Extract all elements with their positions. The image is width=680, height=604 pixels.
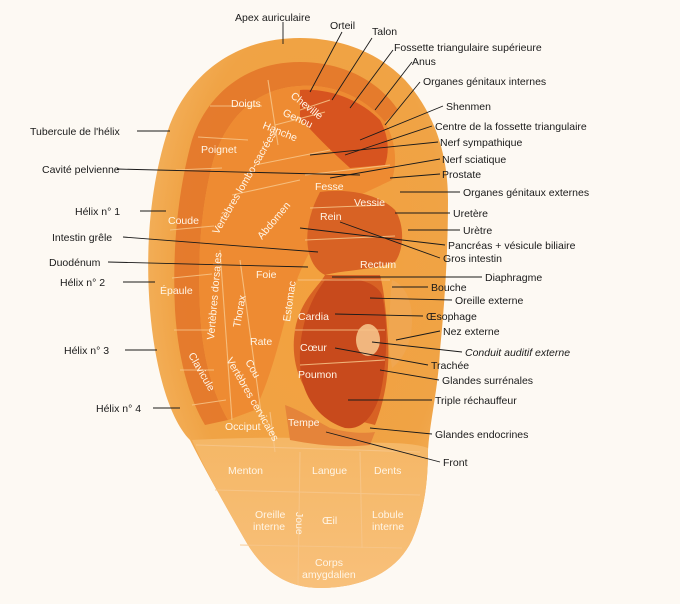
- label-cavite: Cavité pelvienne: [42, 164, 120, 176]
- zone-corps-1: Corps: [315, 557, 343, 569]
- label-intestin-grele: Intestin grêle: [52, 232, 112, 244]
- zone-corps-2: amygdalien: [302, 569, 356, 581]
- helix-band: [174, 62, 398, 425]
- zone-rectum: Rectum: [360, 259, 396, 271]
- zone-oeil: Œil: [322, 515, 337, 527]
- zone-rate: Rate: [250, 336, 272, 348]
- cavum-deep: [299, 278, 387, 429]
- zone-doigts: Doigts: [231, 98, 261, 110]
- ear-canal: [356, 324, 380, 356]
- ear-shape: [148, 38, 448, 588]
- antitragus: [285, 405, 375, 447]
- label-helix4: Hélix n° 4: [96, 403, 141, 415]
- zone-tempe: Tempe: [288, 417, 320, 429]
- zone-poumon: Poumon: [298, 369, 337, 381]
- antihelix: [199, 85, 396, 421]
- zone-rein: Rein: [320, 211, 342, 223]
- label-pancreas: Pancréas + vésicule biliaire: [448, 240, 576, 252]
- label-prostate: Prostate: [442, 169, 481, 181]
- label-helix1: Hélix n° 1: [75, 206, 120, 218]
- label-diaphragme: Diaphragme: [485, 272, 542, 284]
- label-org-gen-int: Organes génitaux internes: [423, 76, 546, 88]
- label-gros-intestin: Gros intestin: [443, 253, 502, 265]
- label-front: Front: [443, 457, 468, 469]
- zone-oreille-interne-2: interne: [253, 521, 285, 533]
- label-nerf-symp: Nerf sympathique: [440, 137, 522, 149]
- label-helix3: Hélix n° 3: [64, 345, 109, 357]
- label-uretre: Urètre: [463, 225, 492, 237]
- zone-coude: Coude: [168, 215, 199, 227]
- label-uretere: Uretère: [453, 208, 488, 220]
- zone-joue: Joue: [293, 512, 305, 535]
- label-conduit: Conduit auditif externe: [465, 347, 570, 359]
- label-glandes-surr: Glandes surrénales: [442, 375, 533, 387]
- zone-dividers: [169, 79, 421, 586]
- label-talon: Talon: [372, 26, 397, 38]
- label-triple: Triple réchauffeur: [435, 395, 517, 407]
- label-tubercule: Tubercule de l'hélix: [30, 126, 120, 138]
- zone-cardia: Cardia: [298, 311, 329, 323]
- zone-vessie: Vessie: [354, 197, 385, 209]
- zone-menton: Menton: [228, 465, 263, 477]
- zone-occiput: Occiput: [225, 421, 261, 433]
- label-apex: Apex auriculaire: [235, 12, 310, 24]
- label-bouche: Bouche: [431, 282, 467, 294]
- label-trachee: Trachée: [431, 360, 469, 372]
- zone-thorax: Thorax: [231, 294, 249, 329]
- zone-coeur: Cœur: [300, 342, 327, 354]
- zone-lobule-1: Lobule: [372, 509, 404, 521]
- ear-lobe: [192, 437, 428, 588]
- zone-fesse: Fesse: [315, 181, 344, 193]
- label-oreille-ext: Oreille externe: [455, 295, 523, 307]
- label-nez-ext: Nez externe: [443, 326, 500, 338]
- zone-epaule: Épaule: [160, 284, 193, 297]
- zone-foie: Foie: [256, 269, 277, 281]
- label-helix2: Hélix n° 2: [60, 277, 105, 289]
- label-duodenum: Duodénum: [49, 257, 101, 269]
- label-centre-fossette: Centre de la fossette triangulaire: [435, 121, 587, 133]
- label-org-gen-ext: Organes génitaux externes: [463, 187, 589, 199]
- label-shenmen: Shenmen: [446, 101, 491, 113]
- zone-poignet: Poignet: [201, 144, 237, 156]
- label-oesophage: Œsophage: [426, 311, 477, 323]
- label-fossette-sup: Fossette triangulaire supérieure: [394, 42, 542, 54]
- zone-dents: Dents: [374, 465, 401, 477]
- zone-oreille-interne-1: Oreille: [255, 509, 286, 521]
- zone-estomac: Estomac: [281, 280, 299, 322]
- label-orteil: Orteil: [330, 20, 355, 32]
- zone-lobule-2: interne: [372, 521, 404, 533]
- callout-labels: Apex auriculaire Orteil Talon Fossette t…: [30, 12, 589, 469]
- label-glandes-endo: Glandes endocrines: [435, 429, 528, 441]
- zone-langue: Langue: [312, 465, 347, 477]
- label-nerf-sciatique: Nerf sciatique: [442, 154, 506, 166]
- label-anus: Anus: [412, 56, 436, 68]
- leader-lines: [107, 22, 482, 463]
